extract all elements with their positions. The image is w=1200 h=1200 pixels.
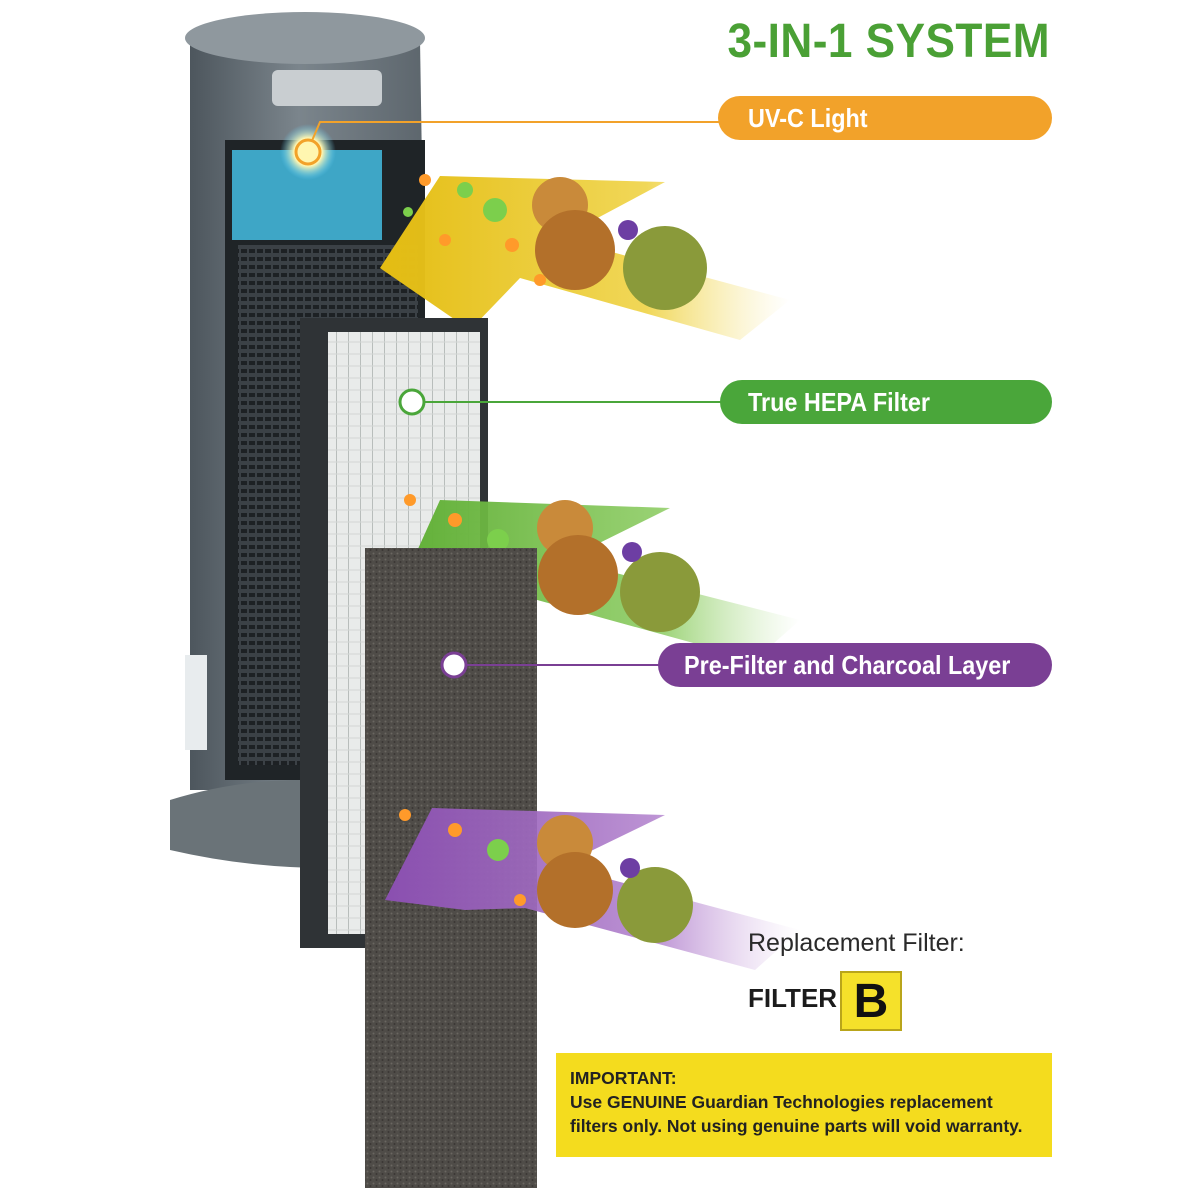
callout-label: Pre-Filter and Charcoal Layer [684,649,1011,680]
callout-lines [294,121,722,679]
airflow-arrow-hepa [395,494,800,660]
airflow-arrow-uv [380,174,790,340]
notice-line-2: filters only. Not using genuine parts wi… [570,1116,1023,1136]
callout-pre-filter-charcoal: Pre-Filter and Charcoal Layer [658,643,1052,687]
airflow-arrow-prefilter [385,808,800,970]
replacement-filter-label: Replacement Filter: [748,929,965,957]
page-title: 3-IN-1 SYSTEM [727,15,1050,68]
callout-label: UV-C Light [748,102,868,133]
notice-heading: IMPORTANT: [570,1068,677,1088]
callout-uv-c-light: UV-C Light [718,96,1052,140]
filter-word: FILTER [748,983,838,1013]
notice-line-1: Use GENUINE Guardian Technologies replac… [570,1092,993,1112]
callout-label: True HEPA Filter [748,386,931,417]
filter-letter-badge: B [840,971,902,1031]
important-notice: IMPORTANT: Use GENUINE Guardian Technolo… [556,1053,1052,1157]
callout-true-hepa-filter: True HEPA Filter [720,380,1052,424]
